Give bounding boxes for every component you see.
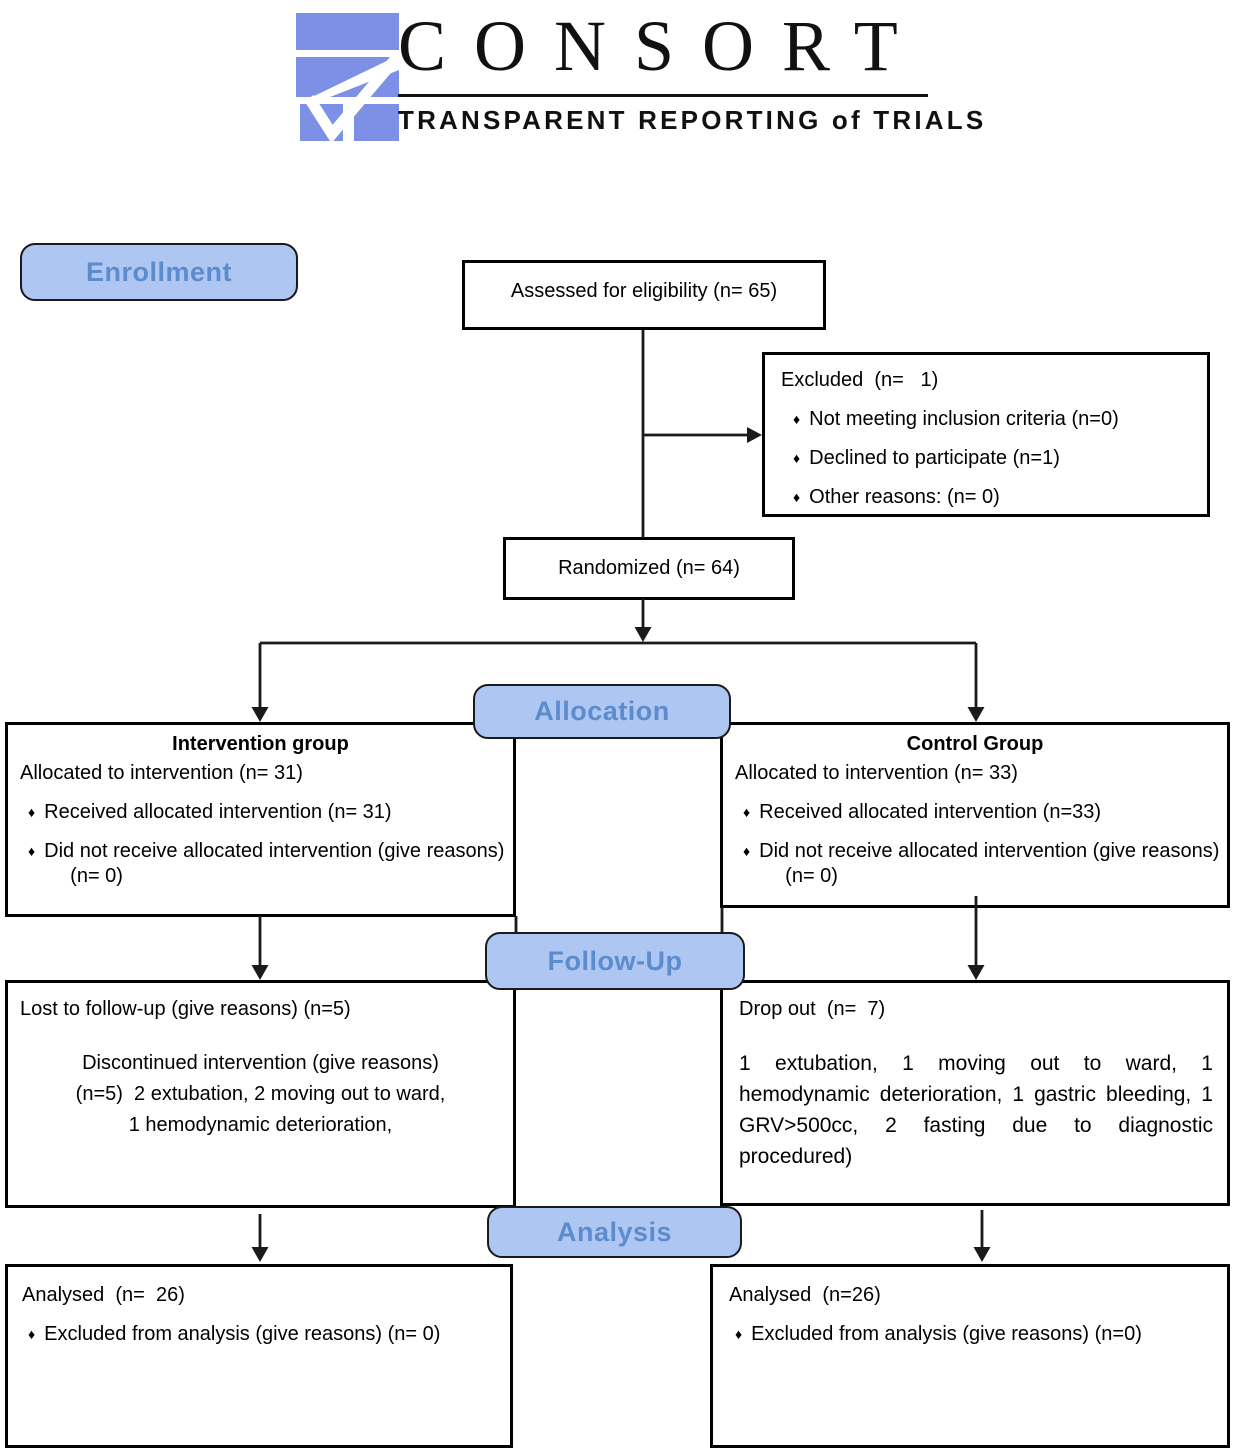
diamond-bullet-icon: ♦ bbox=[743, 843, 751, 859]
stage-pill-allocation-label: Allocation bbox=[534, 696, 670, 726]
randomized-text: Randomized (n= 64) bbox=[558, 557, 740, 579]
control-bullet: ♦ Did not receive allocated intervention… bbox=[723, 839, 1227, 889]
control-group-box: Control Group Allocated to intervention … bbox=[720, 722, 1230, 908]
intervention-bullet: ♦ Received allocated intervention (n= 31… bbox=[8, 800, 513, 825]
analysed-left-text: Analysed (n= 26) bbox=[22, 1284, 185, 1306]
analysed-right-box: Analysed (n=26) ♦ Excluded from analysis… bbox=[710, 1264, 1230, 1448]
analysed-left-bullet: ♦ Excluded from analysis (give reasons) … bbox=[22, 1322, 498, 1347]
diamond-bullet-icon: ♦ bbox=[793, 489, 801, 505]
diamond-bullet-icon: ♦ bbox=[793, 411, 801, 427]
stage-pill-allocation: Allocation bbox=[473, 684, 731, 739]
stage-pill-analysis-label: Analysis bbox=[556, 1216, 673, 1247]
randomized-box: Randomized (n= 64) bbox=[503, 537, 795, 600]
excluded-bullet-text: Other reasons: (n= 0) bbox=[809, 486, 1000, 508]
analysed-right-bullet: ♦ Excluded from analysis (give reasons) … bbox=[729, 1322, 1215, 1347]
dropout-box: Drop out (n= 7) 1 extubation, 1 moving o… bbox=[720, 980, 1230, 1206]
analysed-right-text: Analysed (n=26) bbox=[729, 1284, 881, 1306]
excluded-bullet: ♦ Other reasons: (n= 0) bbox=[781, 485, 1193, 510]
consort-logo-title: CONSORT bbox=[398, 6, 926, 86]
intervention-allocated-text: Allocated to intervention (n= 31) bbox=[20, 762, 303, 784]
control-group-title: Control Group bbox=[906, 733, 1044, 755]
analysed-left-bullet-text: Excluded from analysis (give reasons) (n… bbox=[44, 1323, 441, 1345]
analysed-left-box: Analysed (n= 26) ♦ Excluded from analysi… bbox=[5, 1264, 513, 1448]
lost-to-followup-box: Lost to follow-up (give reasons) (n=5) D… bbox=[5, 980, 516, 1208]
intervention-bullet-text: Did not receive allocated intervention (… bbox=[44, 840, 510, 887]
diamond-bullet-icon: ♦ bbox=[28, 843, 36, 859]
excluded-title: Excluded (n= 1) bbox=[781, 369, 939, 391]
diamond-bullet-icon: ♦ bbox=[743, 804, 751, 820]
excluded-bullet-text: Declined to participate (n=1) bbox=[809, 447, 1060, 469]
assessed-text: Assessed for eligibility (n= 65) bbox=[510, 279, 778, 302]
intervention-group-box: Intervention group Allocated to interven… bbox=[5, 722, 516, 917]
consort-logo-subtitle: TRANSPARENT REPORTING of TRIALS bbox=[398, 105, 987, 135]
excluded-bullet-text: Not meeting inclusion criteria (n=0) bbox=[809, 408, 1119, 430]
intervention-bullet: ♦ Did not receive allocated intervention… bbox=[8, 839, 513, 889]
consort-logo-icon bbox=[296, 13, 399, 143]
control-bullet: ♦ Received allocated intervention (n=33) bbox=[723, 800, 1227, 825]
diamond-bullet-icon: ♦ bbox=[28, 804, 36, 820]
diamond-bullet-icon: ♦ bbox=[793, 450, 801, 466]
dropout-detail-text: 1 extubation, 1 moving out to ward, 1 he… bbox=[739, 1052, 1219, 1168]
excluded-bullet: ♦ Declined to participate (n=1) bbox=[781, 446, 1193, 471]
control-allocated-text: Allocated to intervention (n= 33) bbox=[735, 762, 1018, 784]
excluded-box: Excluded (n= 1) ♦ Not meeting inclusion … bbox=[762, 352, 1210, 517]
stage-pill-analysis: Analysis bbox=[487, 1206, 742, 1258]
lost-to-followup-text: Lost to follow-up (give reasons) (n=5) bbox=[20, 998, 351, 1020]
dropout-text: Drop out (n= 7) bbox=[739, 998, 886, 1020]
diamond-bullet-icon: ♦ bbox=[28, 1326, 36, 1342]
control-bullet-text: Did not receive allocated intervention (… bbox=[759, 840, 1225, 887]
stage-pill-enrollment-label: Enrollment bbox=[85, 256, 232, 287]
excluded-bullet: ♦ Not meeting inclusion criteria (n=0) bbox=[781, 407, 1193, 432]
assessed-box: Assessed for eligibility (n= 65) bbox=[462, 260, 826, 330]
diamond-bullet-icon: ♦ bbox=[735, 1326, 743, 1342]
analysed-right-bullet-text: Excluded from analysis (give reasons) (n… bbox=[751, 1323, 1142, 1345]
stage-pill-enrollment: Enrollment bbox=[20, 243, 298, 301]
intervention-bullet-text: Received allocated intervention (n= 31) bbox=[44, 801, 392, 823]
stage-pill-followup-label: Follow-Up bbox=[547, 945, 683, 976]
discontinued-detail-text: Discontinued intervention (give reasons)… bbox=[75, 1052, 446, 1136]
intervention-group-title: Intervention group bbox=[172, 733, 349, 755]
logo-underline bbox=[398, 94, 928, 97]
control-bullet-text: Received allocated intervention (n=33) bbox=[759, 801, 1102, 823]
stage-pill-followup: Follow-Up bbox=[485, 932, 745, 990]
